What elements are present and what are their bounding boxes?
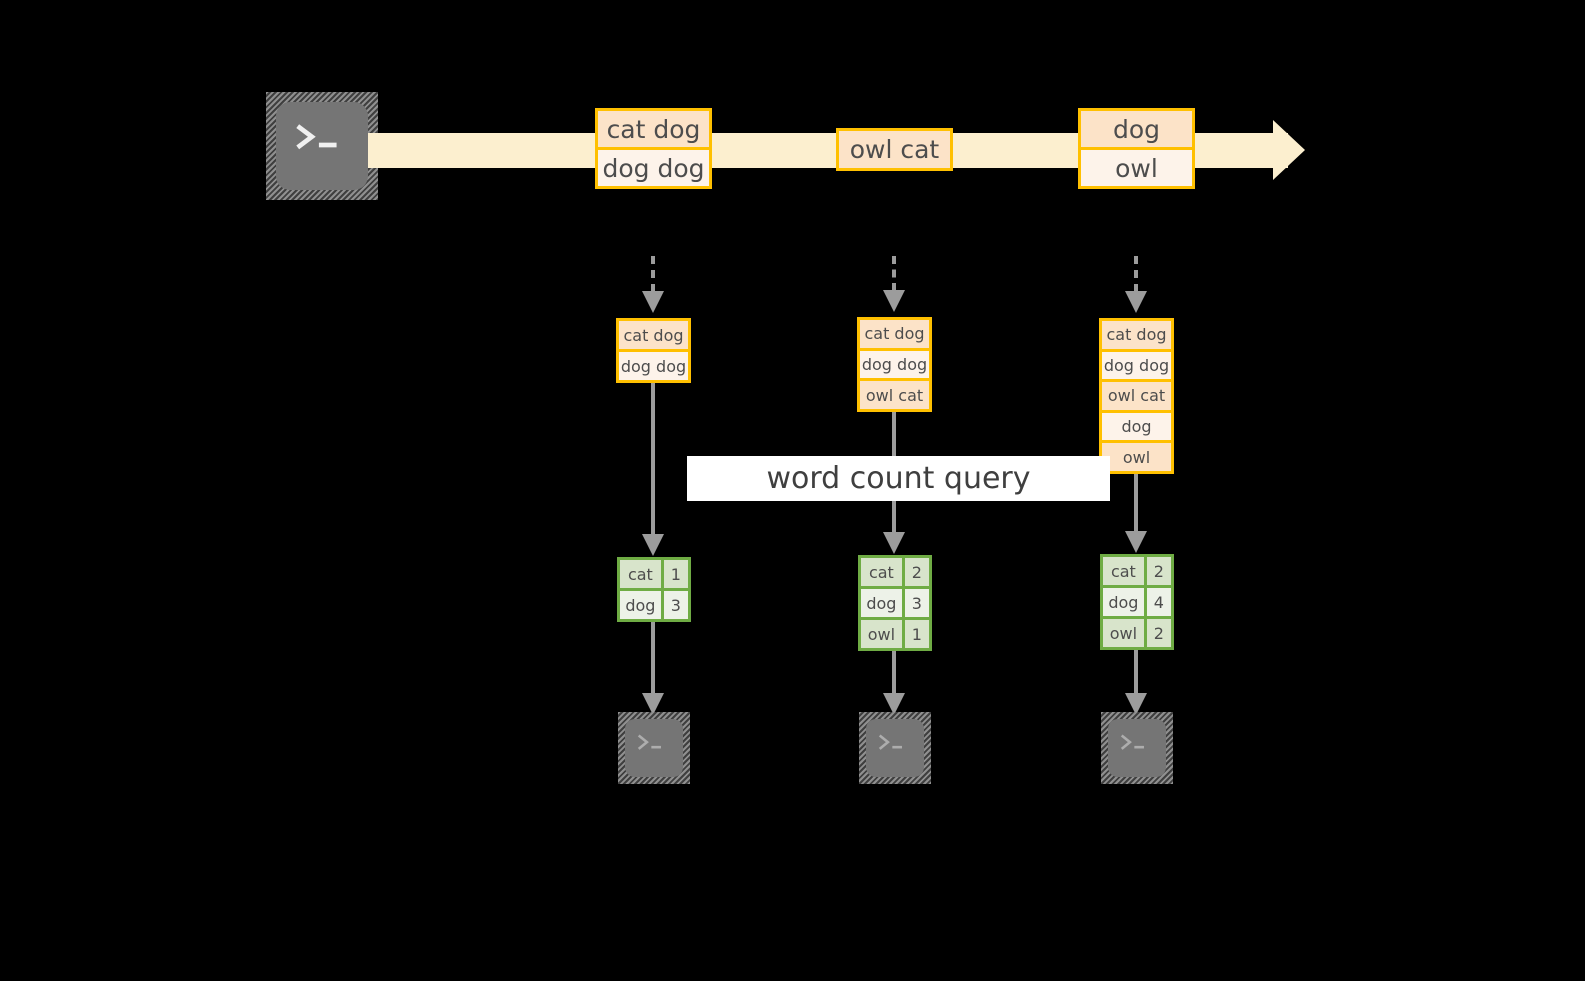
trigger-2-result-table: cat 2 dog 3 owl 1: [858, 555, 932, 651]
stream-batch-3-line-1: dog: [1081, 111, 1192, 147]
table-row: cat 2: [861, 558, 929, 586]
trigger-1-query-arrowhead: [642, 534, 664, 556]
trigger-1-sink-terminal-icon: [618, 712, 690, 784]
trigger-1-sink-arrowhead: [642, 693, 664, 715]
trigger-3-input-table: cat dog dog dog owl cat dog owl: [1099, 318, 1174, 474]
trigger-3-query-arrowhead: [1125, 531, 1147, 553]
table-row: owl 2: [1103, 616, 1171, 647]
trigger-2-result-count-1: 2: [901, 558, 929, 586]
trigger-1-result-word-2: dog: [620, 591, 661, 619]
trigger-1-result-table: cat 1 dog 3: [617, 557, 691, 622]
stream-batch-1-line-1: cat dog: [598, 111, 709, 147]
trigger-1-query-line: [651, 383, 655, 535]
terminal-prompt-glyph: [638, 734, 662, 751]
trigger-2-result-word-3: owl: [861, 620, 902, 648]
terminal-prompt-glyph: [879, 734, 903, 751]
trigger-1-result-word-1: cat: [620, 560, 661, 588]
query-label-text: word count query: [766, 461, 1031, 496]
trigger-2-dashed-arrowhead: [883, 290, 905, 312]
trigger-1-input-table: cat dog dog dog: [616, 318, 691, 383]
table-row: dog 3: [620, 588, 688, 619]
stream-batch-3: dog owl: [1078, 108, 1195, 189]
stream-batch-2-line-1: owl cat: [839, 131, 950, 168]
table-row: dog 4: [1103, 585, 1171, 616]
trigger-2-input-line-2: dog dog: [860, 347, 929, 379]
trigger-3-result-word-1: cat: [1103, 557, 1144, 585]
trigger-3-sink-line: [1134, 650, 1138, 694]
table-row: cat 2: [1103, 557, 1171, 585]
trigger-1-sink-line: [651, 622, 655, 694]
source-terminal-icon: [266, 92, 378, 200]
trigger-1-result-count-2: 3: [660, 591, 688, 619]
trigger-2-input-line-1: cat dog: [860, 320, 929, 348]
terminal-screen: [1108, 719, 1166, 777]
terminal-screen: [866, 719, 924, 777]
terminal-screen: [625, 719, 683, 777]
trigger-2-result-word-1: cat: [861, 558, 902, 586]
trigger-3-dashed-arrowhead: [1125, 291, 1147, 313]
trigger-3-dashed-line: [1134, 256, 1138, 292]
trigger-2-result-word-2: dog: [861, 589, 902, 617]
trigger-3-query-line: [1134, 474, 1138, 533]
trigger-2-result-count-3: 1: [901, 620, 929, 648]
trigger-3-sink-arrowhead: [1125, 693, 1147, 715]
table-row: dog 3: [861, 586, 929, 617]
trigger-2-input-line-3: owl cat: [860, 378, 929, 410]
trigger-1-result-count-1: 1: [660, 560, 688, 588]
trigger-1-dashed-arrowhead: [642, 291, 664, 313]
trigger-2-sink-terminal-icon: [859, 712, 931, 784]
trigger-3-input-line-5: owl: [1102, 440, 1171, 471]
stream-batch-2: owl cat: [836, 128, 953, 171]
trigger-1-dashed-line: [651, 256, 655, 292]
trigger-3-sink-terminal-icon: [1101, 712, 1173, 784]
trigger-3-result-count-2: 4: [1143, 588, 1171, 616]
stream-batch-1-line-2: dog dog: [598, 147, 709, 186]
trigger-2-sink-arrowhead: [883, 693, 905, 715]
event-stream-arrowhead: [1273, 120, 1305, 180]
trigger-2-dashed-line: [892, 256, 896, 291]
trigger-3-result-count-1: 2: [1143, 557, 1171, 585]
trigger-3-result-word-3: owl: [1103, 619, 1144, 647]
stream-batch-1: cat dog dog dog: [595, 108, 712, 189]
trigger-3-input-line-4: dog: [1102, 409, 1171, 441]
trigger-2-result-count-2: 3: [901, 589, 929, 617]
trigger-2-input-table: cat dog dog dog owl cat: [857, 317, 932, 412]
trigger-1-input-line-2: dog dog: [619, 349, 688, 380]
terminal-prompt-glyph: [1121, 734, 1145, 751]
trigger-3-result-count-3: 2: [1143, 619, 1171, 647]
terminal-prompt-glyph: [295, 124, 337, 150]
trigger-3-result-table: cat 2 dog 4 owl 2: [1100, 554, 1174, 650]
trigger-1-input-line-1: cat dog: [619, 321, 688, 349]
stream-batch-3-line-2: owl: [1081, 147, 1192, 186]
table-row: owl 1: [861, 617, 929, 648]
query-label: word count query: [687, 456, 1110, 501]
trigger-2-sink-line: [892, 651, 896, 694]
trigger-3-input-line-3: owl cat: [1102, 379, 1171, 410]
trigger-3-input-line-2: dog dog: [1102, 348, 1171, 380]
trigger-3-result-word-2: dog: [1103, 588, 1144, 616]
table-row: cat 1: [620, 560, 688, 588]
terminal-screen: [276, 102, 368, 190]
trigger-2-query-arrowhead: [883, 532, 905, 554]
trigger-3-input-line-1: cat dog: [1102, 321, 1171, 349]
